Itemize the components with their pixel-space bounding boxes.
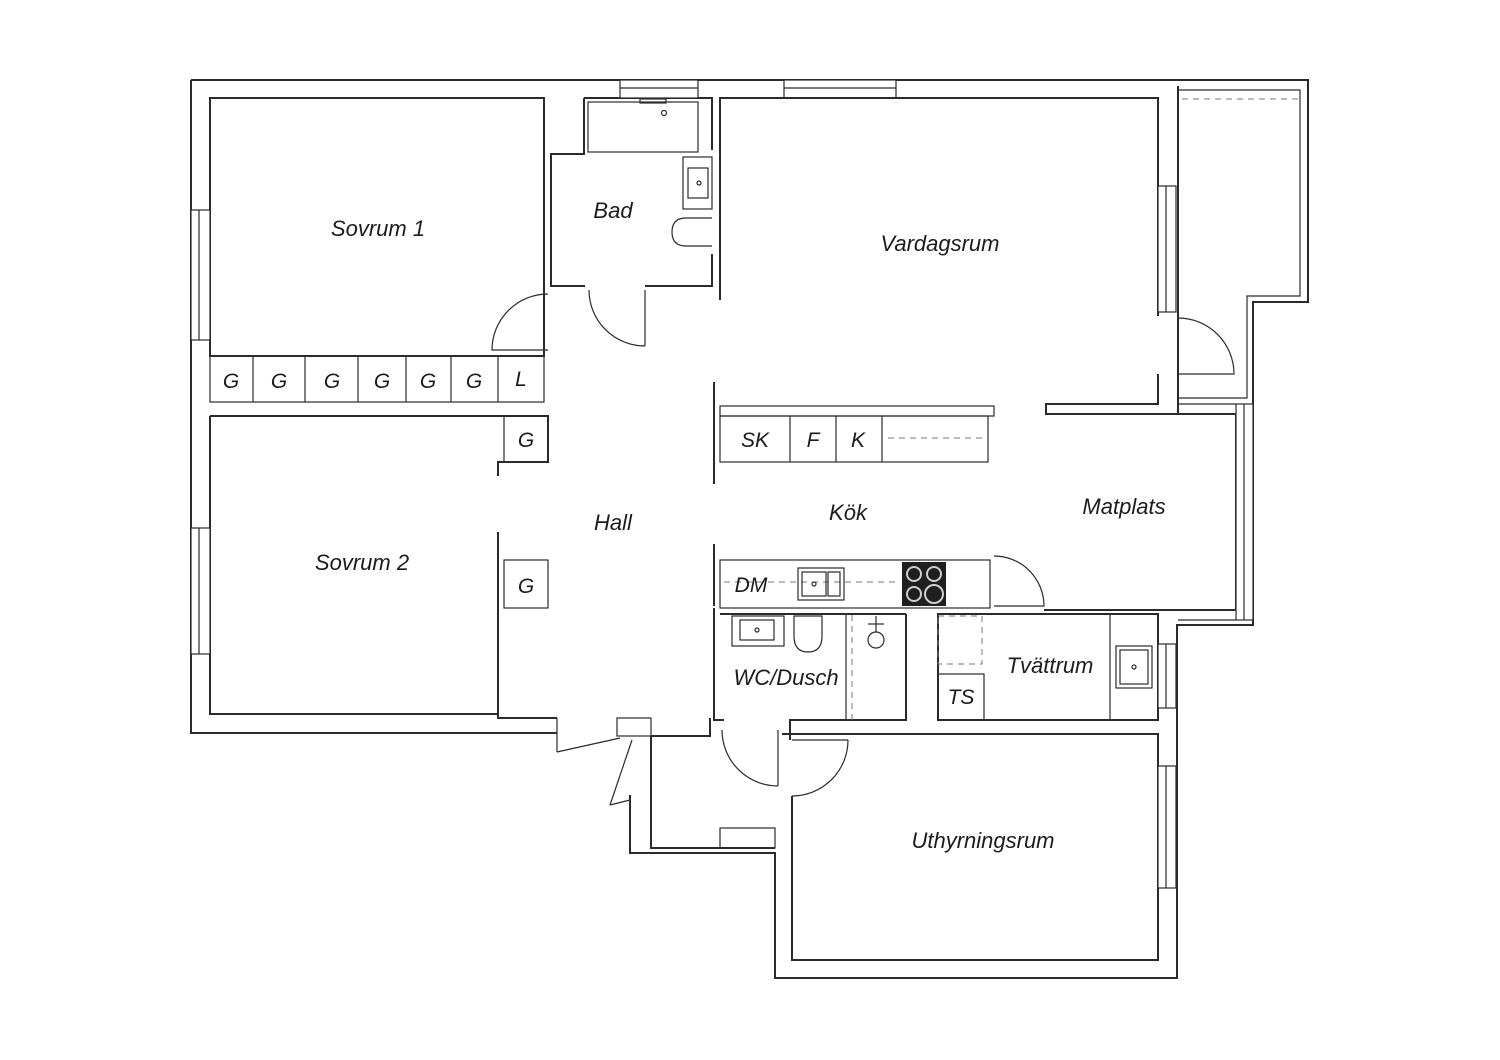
wardrobe-label: G (420, 370, 436, 393)
room-sovrum-2: G G Sovrum 2 (209, 415, 549, 715)
room-bad: Bad (550, 97, 713, 347)
wardrobe-label: G (271, 370, 287, 393)
room-vardagsrum: Vardagsrum (719, 86, 1179, 415)
room-label-wc-dusch: WC/Dusch (733, 665, 838, 690)
room-kok: SK F K Kök DM (713, 382, 995, 609)
wardrobe-row: G G G G G G L (209, 355, 545, 403)
wardrobe-label: G (324, 370, 340, 393)
room-label-tvattrum: Tvättrum (1007, 653, 1094, 678)
outer-walls (190, 79, 1309, 979)
freezer-label: F (807, 429, 821, 452)
wardrobe-label: G (466, 370, 482, 393)
wardrobe-label: G (518, 575, 534, 598)
balcony (1177, 89, 1301, 399)
room-label-vardagsrum: Vardagsrum (880, 231, 999, 256)
fridge-freezer-label: SK (741, 429, 770, 452)
room-label-kok: Kök (829, 500, 868, 525)
room-matplats: Matplats (993, 403, 1254, 621)
room-label-sovrum-2: Sovrum 2 (315, 550, 409, 575)
room-sovrum-1: Sovrum 1 (209, 97, 545, 357)
room-label-uthyrningsrum: Uthyrningsrum (911, 828, 1054, 853)
linen-closet-label: L (515, 368, 527, 391)
wardrobe-label: G (518, 429, 534, 452)
room-label-matplats: Matplats (1082, 494, 1165, 519)
tumble-dryer-label: TS (948, 686, 975, 709)
room-tvattrum: TS Tvättrum (937, 613, 1177, 721)
dishwasher-label: DM (735, 574, 768, 597)
fridge-label: K (851, 429, 866, 452)
wardrobe-label: G (374, 370, 390, 393)
room-hall: Hall (491, 293, 776, 849)
room-label-hall: Hall (594, 510, 633, 535)
room-wc-dusch: WC/Dusch (713, 608, 907, 787)
windows-left (190, 209, 211, 655)
windows-top (619, 79, 897, 99)
room-uthyrningsrum: Uthyrningsrum (782, 733, 1177, 961)
room-label-sovrum-1: Sovrum 1 (331, 216, 425, 241)
room-label-bad: Bad (593, 198, 633, 223)
wardrobe-label: G (223, 370, 239, 393)
